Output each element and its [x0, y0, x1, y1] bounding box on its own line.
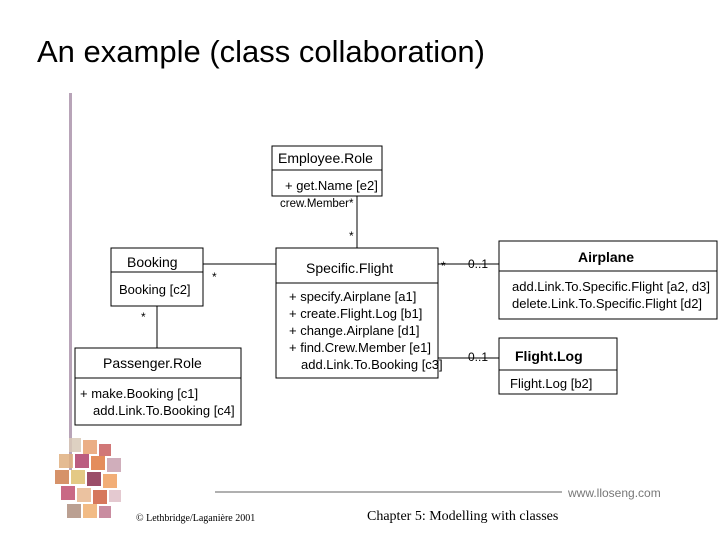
specific-flight-name: Specific.Flight	[306, 260, 394, 276]
footer-divider	[215, 491, 562, 493]
flight-log-name: Flight.Log	[515, 348, 583, 364]
flight-airplane-flight-end-multiplicity: *	[441, 259, 446, 273]
employee-role-class-box	[271, 145, 383, 197]
booking-flight-multiplicity: *	[212, 270, 217, 284]
specific-flight-operation: + change.Airplane [d1]	[289, 323, 420, 338]
flight-log-class-box	[498, 337, 618, 395]
slide-title: An example (class collaboration)	[37, 34, 485, 69]
booking-operation: Booking [c2]	[119, 282, 191, 297]
passenger-role-operation: + make.Booking [c1]	[80, 386, 199, 401]
chapter-label: Chapter 5: Modelling with classes	[367, 509, 559, 524]
airplane-end-multiplicity: 0..1	[468, 257, 489, 271]
airplane-operation: delete.Link.To.Specific.Flight [d2]	[512, 296, 703, 311]
specific-flight-operation: + create.Flight.Log [b1]	[289, 306, 423, 321]
airplane-class-box	[498, 240, 718, 320]
passenger-role-operation: add.Link.To.Booking [c4]	[93, 403, 235, 418]
crew-member-role-label: crew.Member*	[280, 198, 354, 210]
booking-name: Booking	[127, 254, 178, 270]
flight-log-operation: Flight.Log [b2]	[510, 376, 593, 391]
passenger-role-class-box	[74, 347, 242, 426]
employee-role-operation: + get.Name [e2]	[285, 178, 378, 193]
specific-flight-operation: + specify.Airplane [a1]	[289, 289, 417, 304]
crew-multiplicity: *	[349, 229, 354, 243]
passenger-role-name: Passenger.Role	[103, 355, 202, 371]
employee-role-name: Employee.Role	[278, 150, 373, 166]
copyright-text: © Lethbridge/Laganière 2001	[136, 513, 256, 524]
specific-flight-class-box	[275, 247, 439, 379]
airplane-operation: add.Link.To.Specific.Flight [a2, d3]	[512, 279, 711, 294]
site-url: www.lloseng.com	[568, 486, 661, 500]
booking-passenger-multiplicity: *	[141, 310, 146, 324]
specific-flight-operation: + find.Crew.Member [e1]	[289, 340, 431, 355]
specific-flight-operation: add.Link.To.Booking [c3]	[301, 357, 443, 372]
decorative-vertical-line	[69, 93, 72, 470]
flight-log-end-multiplicity: 0..1	[468, 350, 489, 364]
airplane-name: Airplane	[578, 249, 635, 265]
decorative-mosaic	[55, 438, 121, 518]
